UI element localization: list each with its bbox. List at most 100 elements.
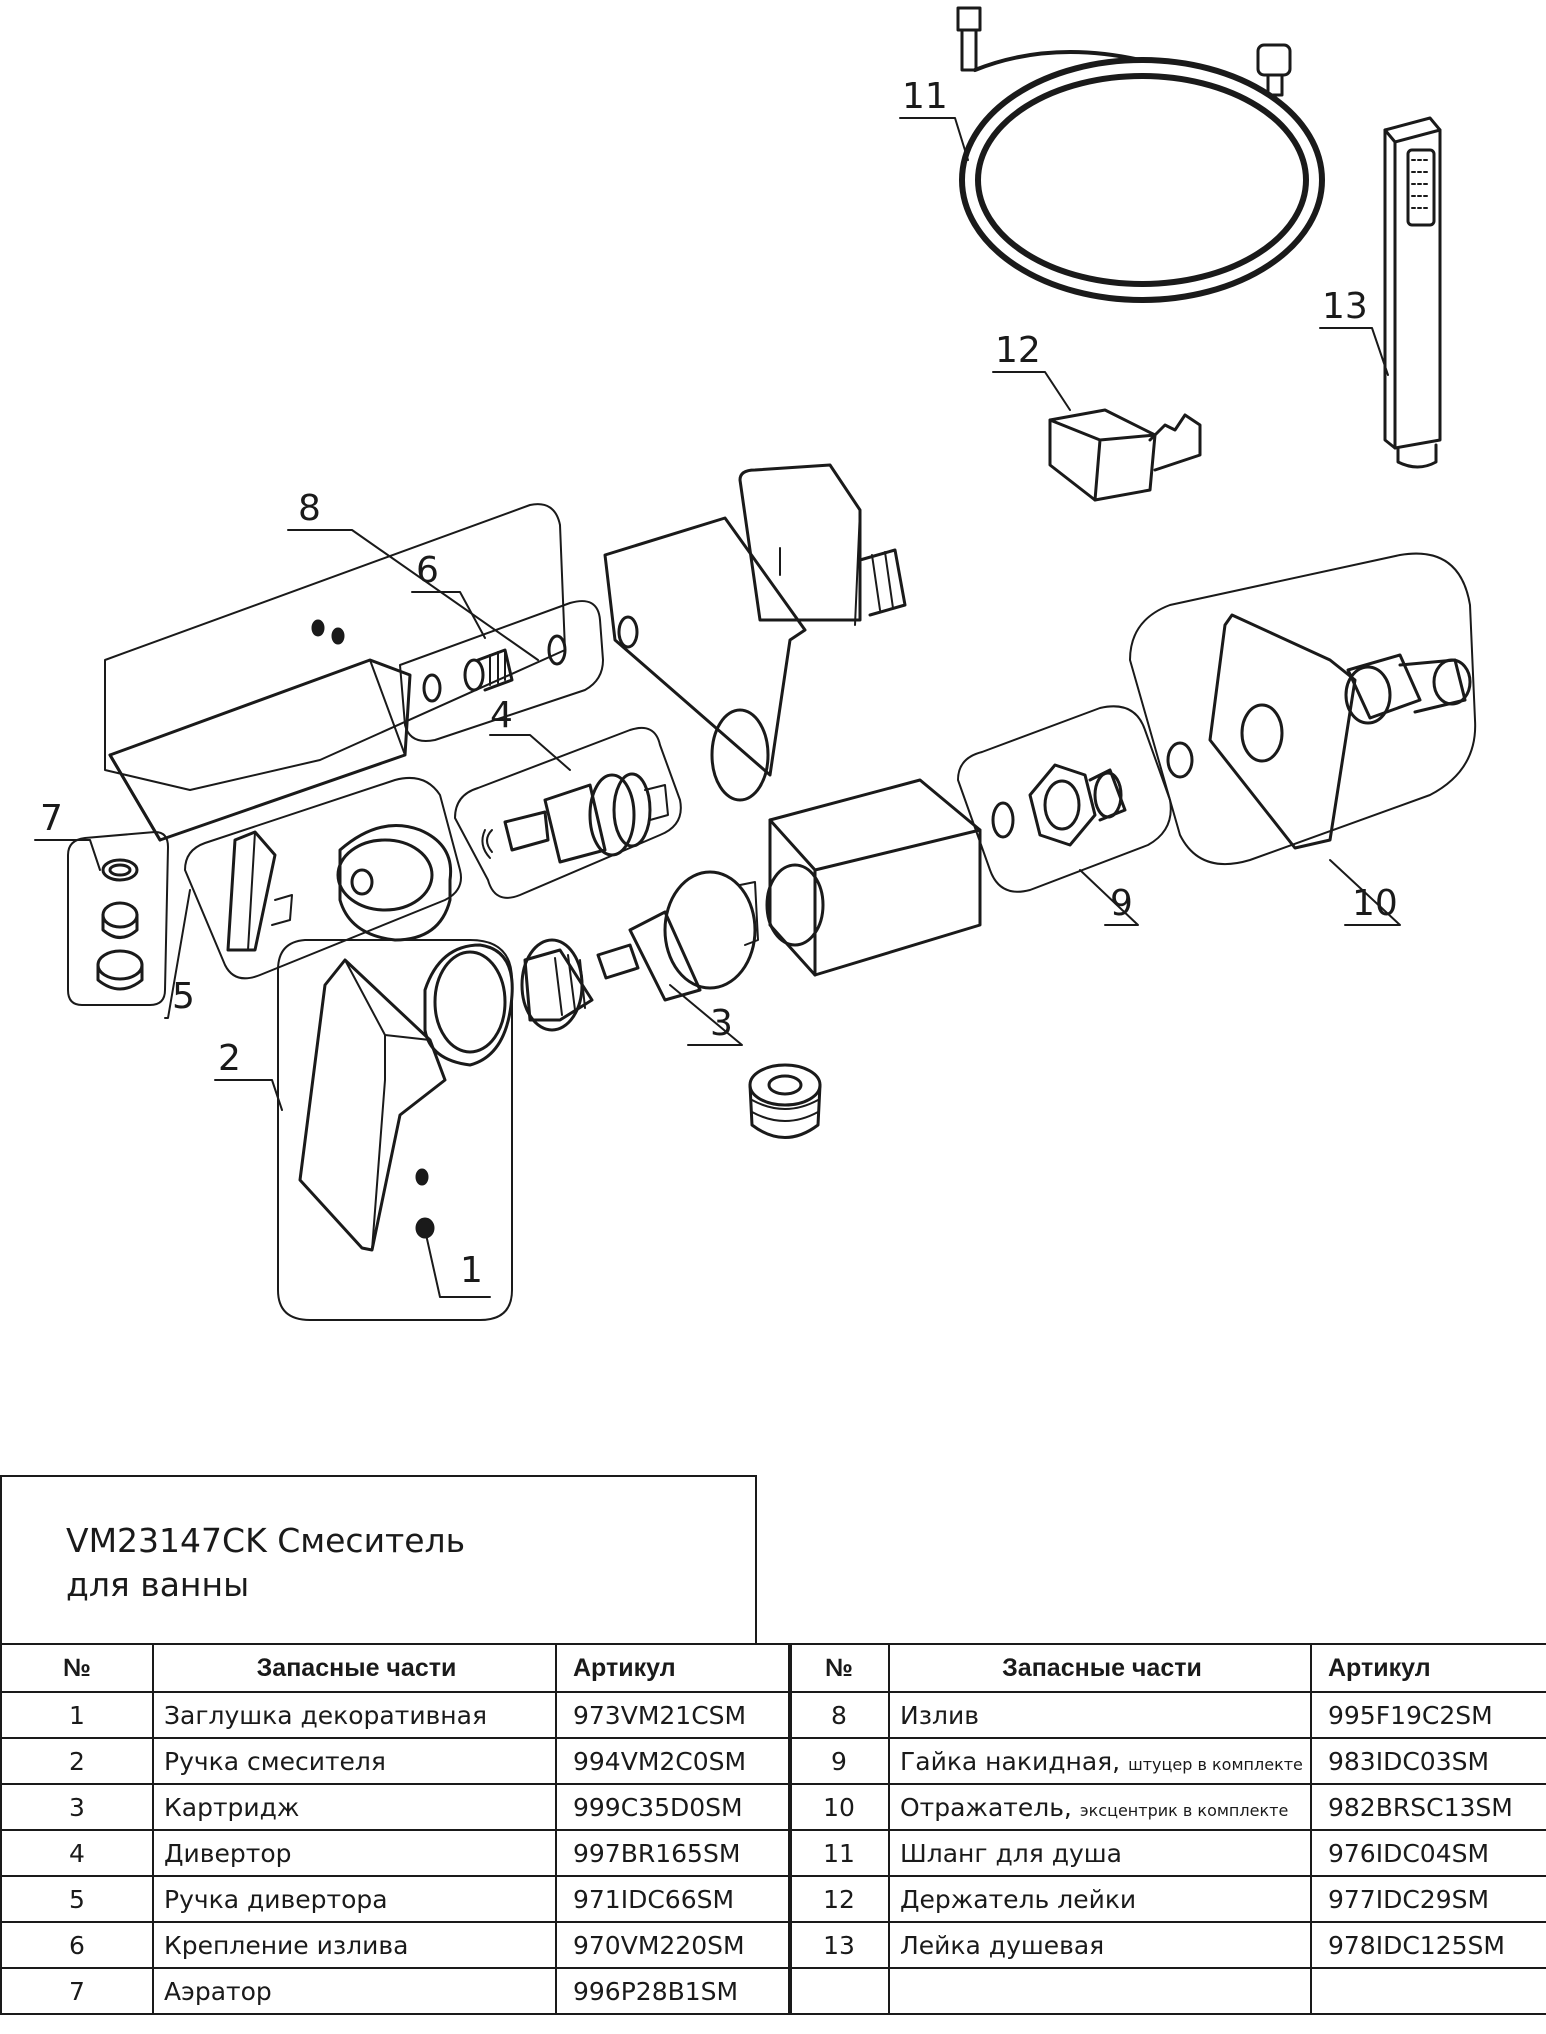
part-article: 973VM21CSM [555, 1691, 792, 1739]
part-article: 970VM220SM [555, 1921, 792, 1969]
aerator-part [96, 858, 144, 991]
mixer-body [603, 463, 982, 977]
table-header-row: № Запасные части Артикул [788, 1643, 1546, 1693]
table-row: 9 Гайка накидная, штуцер в комплекте 983… [788, 1737, 1546, 1785]
table-row: 3 Картридж 999C35D0SM [0, 1783, 792, 1831]
part-name: Лейка душевая [900, 1930, 1105, 1960]
part-num: 10 [788, 1783, 890, 1831]
table-row: 10 Отражатель, эксцентрик в комплекте 98… [788, 1783, 1546, 1831]
col-header-article: Артикул [555, 1643, 792, 1693]
part-name: Отражатель, [900, 1792, 1072, 1822]
table-row: 13 Лейка душевая 978IDC125SM [788, 1921, 1546, 1969]
product-title: VM23147CK Смеситель для ванны [66, 1519, 465, 1607]
parts-table-right: № Запасные части Артикул 8 Излив 995F19C… [788, 1643, 1546, 2015]
table-row: 5 Ручка дивертора 971IDC66SM [0, 1875, 792, 1923]
part-article: 976IDC04SM [1310, 1829, 1546, 1877]
part-article: 983IDC03SM [1310, 1737, 1546, 1785]
part-article: 982BRSC13SM [1310, 1783, 1546, 1831]
part-num: 1 [0, 1691, 154, 1739]
col-header-part: Запасные части [152, 1643, 557, 1693]
part-name-cell: Шланг для душа [888, 1829, 1312, 1877]
handset-holder-part [1048, 408, 1202, 502]
callout-13: 13 [1322, 286, 1368, 327]
fitting-part [748, 1063, 822, 1139]
callout-11: 11 [902, 76, 948, 117]
part-name: Заглушка декоративная [152, 1691, 557, 1739]
diverter-part [481, 772, 669, 864]
group-outline-6 [399, 600, 604, 742]
col-header-part: Запасные части [888, 1643, 1312, 1693]
part-article: 977IDC29SM [1310, 1875, 1546, 1923]
col-header-num: № [788, 1643, 890, 1693]
part-name-cell: Отражатель, эксцентрик в комплекте [888, 1783, 1312, 1831]
part-num: 9 [788, 1737, 890, 1785]
part-num: 7 [0, 1967, 154, 2015]
part-article: 978IDC125SM [1310, 1921, 1546, 1969]
part-num: 8 [788, 1691, 890, 1739]
group-outline-10 [1129, 552, 1477, 866]
title-box: VM23147CK Смеситель для ванны [0, 1475, 757, 1643]
callout-3: 3 [710, 1003, 733, 1044]
callout-1: 1 [460, 1250, 483, 1291]
part-name-cell: Лейка душевая [888, 1921, 1312, 1969]
part-name: Ручка дивертора [152, 1875, 557, 1923]
col-header-article: Артикул [1310, 1643, 1546, 1693]
shower-handset-part [1383, 116, 1442, 469]
table-row: 7 Аэратор 996P28B1SM [0, 1967, 792, 2015]
table-header-row: № Запасные части Артикул [0, 1643, 792, 1693]
mixer-handle-part [298, 958, 447, 1252]
callout-8: 8 [298, 488, 321, 529]
part-name: Излив [900, 1700, 979, 1730]
part-name: Картридж [152, 1783, 557, 1831]
callout-2: 2 [218, 1038, 241, 1079]
part-article: 999C35D0SM [555, 1783, 792, 1831]
table-row [788, 1967, 1546, 2015]
part-num: 13 [788, 1921, 890, 1969]
part-num: 2 [0, 1737, 154, 1785]
part-name: Шланг для душа [900, 1838, 1122, 1868]
part-num [788, 1967, 890, 2015]
cartridge-part [596, 870, 759, 1002]
callout-9: 9 [1110, 883, 1133, 924]
table-row: 4 Дивертор 997BR165SM [0, 1829, 792, 1877]
table-row: 6 Крепление излива 970VM220SM [0, 1921, 792, 1969]
spout-mount-part [422, 634, 567, 703]
table-row: 12 Держатель лейки 977IDC29SM [788, 1875, 1546, 1923]
group-outline-2 [277, 939, 513, 1321]
eccentric-part [1344, 653, 1472, 725]
part-article: 995F19C2SM [1310, 1691, 1546, 1739]
col-header-num: № [0, 1643, 154, 1693]
leader-lines [34, 117, 1401, 1298]
part-article: 971IDC66SM [555, 1875, 792, 1923]
group-outline-5 [184, 776, 462, 980]
part-num: 12 [788, 1875, 890, 1923]
product-title-line1: VM23147CK Смеситель [66, 1521, 466, 1560]
table-row: 1 Заглушка декоративная 973VM21CSM [0, 1691, 792, 1739]
part-num: 5 [0, 1875, 154, 1923]
callout-4: 4 [490, 695, 513, 736]
product-title-line2: для ванны [66, 1565, 250, 1604]
part-name: Держатель лейки [900, 1884, 1137, 1914]
part-num: 4 [0, 1829, 154, 1877]
part-name-cell: Излив [888, 1691, 1312, 1739]
reflector-part [1166, 613, 1357, 850]
part-num: 11 [788, 1829, 890, 1877]
table-row: 2 Ручка смесителя 994VM2C0SM [0, 1737, 792, 1785]
handle-plug-parts [415, 1168, 435, 1239]
callout-7: 7 [40, 798, 63, 839]
union-nut-part [991, 763, 1127, 847]
diverter-handle-part [226, 824, 453, 952]
part-name: Аэратор [152, 1967, 557, 2015]
table-row: 11 Шланг для душа 976IDC04SM [788, 1829, 1546, 1877]
part-num: 6 [0, 1921, 154, 1969]
callout-10: 10 [1352, 883, 1398, 924]
part-name: Гайка накидная, [900, 1746, 1121, 1776]
threaded-ring-part [520, 938, 594, 1032]
parts-table-left: № Запасные части Артикул 1 Заглушка деко… [0, 1643, 792, 2015]
group-outline-8 [104, 503, 566, 791]
part-note: эксцентрик в комплекте [1079, 1800, 1289, 1820]
callout-5: 5 [172, 976, 195, 1017]
callout-12: 12 [995, 330, 1041, 371]
part-article [1310, 1967, 1546, 2015]
part-name: Ручка смесителя [152, 1737, 557, 1785]
